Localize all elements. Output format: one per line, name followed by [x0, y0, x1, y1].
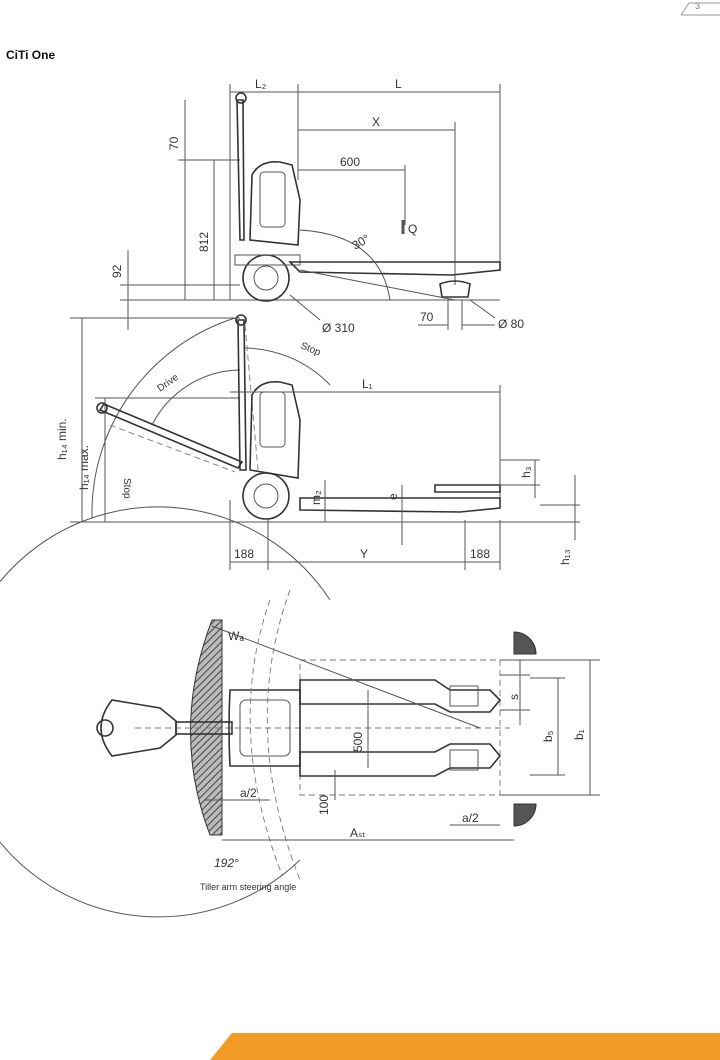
dim-X: X	[372, 115, 380, 129]
dim-Ast: Aₛₜ	[350, 826, 366, 840]
label-stop-top: Stop	[299, 341, 323, 359]
top-view-drawing: Wₐ 500 s b₅ b₁ a/2 100 a/2 Aₛₜ 192°	[0, 506, 600, 918]
dim-812: 812	[197, 232, 211, 252]
dim-92: 92	[110, 264, 124, 278]
roller-diameter: Ø 80	[498, 317, 524, 331]
angle-192: 192°	[214, 856, 239, 870]
dim-h14-max: h₁₄ max.	[77, 445, 91, 490]
dim-500: 500	[351, 732, 365, 752]
page-number-tab: 3	[675, 0, 720, 16]
load-Q: Q	[408, 222, 417, 236]
dim-100: 100	[317, 795, 331, 815]
dim-600: 600	[340, 155, 360, 169]
steering-angle-caption: Tiller arm steering angle	[200, 882, 297, 892]
side-view-drawing: L₂ L X 600 Q 70 812 92 30° Ø 310 70 Ø 80	[110, 77, 524, 335]
label-stop-left: Stop	[121, 478, 132, 499]
angle-30: 30°	[350, 231, 373, 252]
dim-a2-right: a/2	[462, 811, 479, 825]
dim-188-left: 188	[234, 547, 254, 561]
dim-70-horizontal: 70	[420, 310, 434, 324]
dim-Wa: Wₐ	[228, 629, 244, 643]
dim-L: L	[395, 77, 402, 91]
dim-h13: h₁₃	[558, 549, 572, 565]
label-drive: Drive	[155, 372, 181, 395]
page-number: 3	[695, 1, 701, 11]
dim-h3: h₃	[519, 466, 533, 478]
dim-L1: L₁	[362, 377, 373, 391]
footer-accent-bar	[210, 1033, 720, 1060]
page-title: CiTi One	[6, 48, 56, 62]
dim-a2-left: a/2	[240, 786, 257, 800]
dim-b1: b₁	[572, 729, 586, 740]
dim-L2: L₂	[255, 77, 267, 91]
dim-h14-min: h₁₄ min.	[55, 418, 69, 460]
tiller-arc-view-drawing: Stop Drive Stop L₁ h₁₄ min. h₁₄ max. m₂ …	[55, 314, 580, 570]
dim-188-right: 188	[470, 547, 490, 561]
dim-b5: b₅	[541, 730, 555, 742]
dim-Y: Y	[360, 547, 368, 561]
dim-s: s	[507, 694, 521, 700]
drive-wheel-diameter: Ø 310	[322, 321, 355, 335]
dim-70-vertical: 70	[167, 136, 181, 150]
dim-m2: m₂	[309, 490, 323, 505]
dim-e: e	[386, 493, 400, 500]
page-tab-shape	[680, 2, 720, 16]
